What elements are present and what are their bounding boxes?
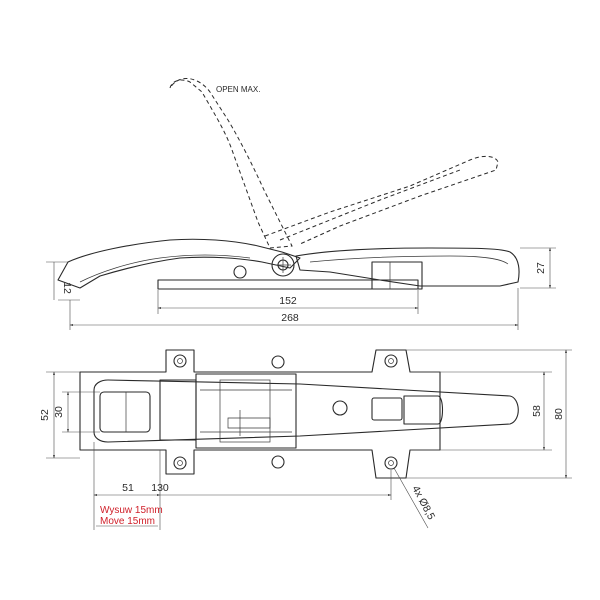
hinge-block-left xyxy=(159,379,197,441)
dim-152-text: 152 xyxy=(279,295,297,307)
note-pl: Wysuw 15mm xyxy=(100,505,163,516)
hinge-pin-top xyxy=(271,355,285,369)
hinge-frame xyxy=(195,373,297,449)
open-lever-outline xyxy=(264,155,499,245)
dim-30-text: 30 xyxy=(53,406,65,418)
catch-block xyxy=(371,261,423,290)
dim-12-text: 12 xyxy=(61,282,73,294)
dim-80-text: 80 xyxy=(553,408,565,420)
handle-top xyxy=(93,379,519,443)
handle-closed xyxy=(57,238,301,289)
release-button xyxy=(403,395,444,425)
latch-inner xyxy=(309,255,509,265)
handle-inner-line xyxy=(79,254,251,283)
screw-hole-1-inner xyxy=(177,358,183,364)
dim-51-text: 51 xyxy=(122,482,134,494)
spring-slot xyxy=(227,417,271,429)
link-pin xyxy=(233,265,247,279)
base-plate xyxy=(157,279,419,290)
screw-hole-1 xyxy=(173,354,187,368)
open-max-label: OPEN MAX. xyxy=(216,85,260,94)
dim-52-text: 52 xyxy=(39,409,51,421)
latch-lever xyxy=(295,247,520,287)
top-view: 52 30 58 80 51 130 4x Ø8,5 Wysuw 15mm Mo… xyxy=(39,349,572,530)
brand-label xyxy=(371,397,403,421)
screw-hole-2-inner xyxy=(388,358,394,364)
note-en: Move 15mm xyxy=(100,516,155,527)
open-handle-outline xyxy=(169,78,293,249)
screw-hole-3-inner xyxy=(177,460,183,466)
screw-hole-3 xyxy=(173,456,187,470)
side-view: 27 12 152 268 OPEN MAX. xyxy=(46,78,556,330)
screw-hole-4 xyxy=(384,456,398,470)
screw-hole-2 xyxy=(384,354,398,368)
dim-130-text: 130 xyxy=(151,482,169,494)
open-lever-inner xyxy=(279,169,461,241)
pivot-outer xyxy=(271,253,295,277)
hinge-pin-bot xyxy=(271,455,285,469)
grip-end xyxy=(99,391,151,433)
lock-badge-icon xyxy=(332,400,348,416)
screw-hole-4-inner xyxy=(388,460,394,466)
hinge-inner xyxy=(219,379,271,443)
dim-268-text: 268 xyxy=(281,312,299,324)
hole-leader xyxy=(393,467,429,529)
dim-27-text: 27 xyxy=(535,262,547,274)
dim-58-text: 58 xyxy=(531,405,543,417)
